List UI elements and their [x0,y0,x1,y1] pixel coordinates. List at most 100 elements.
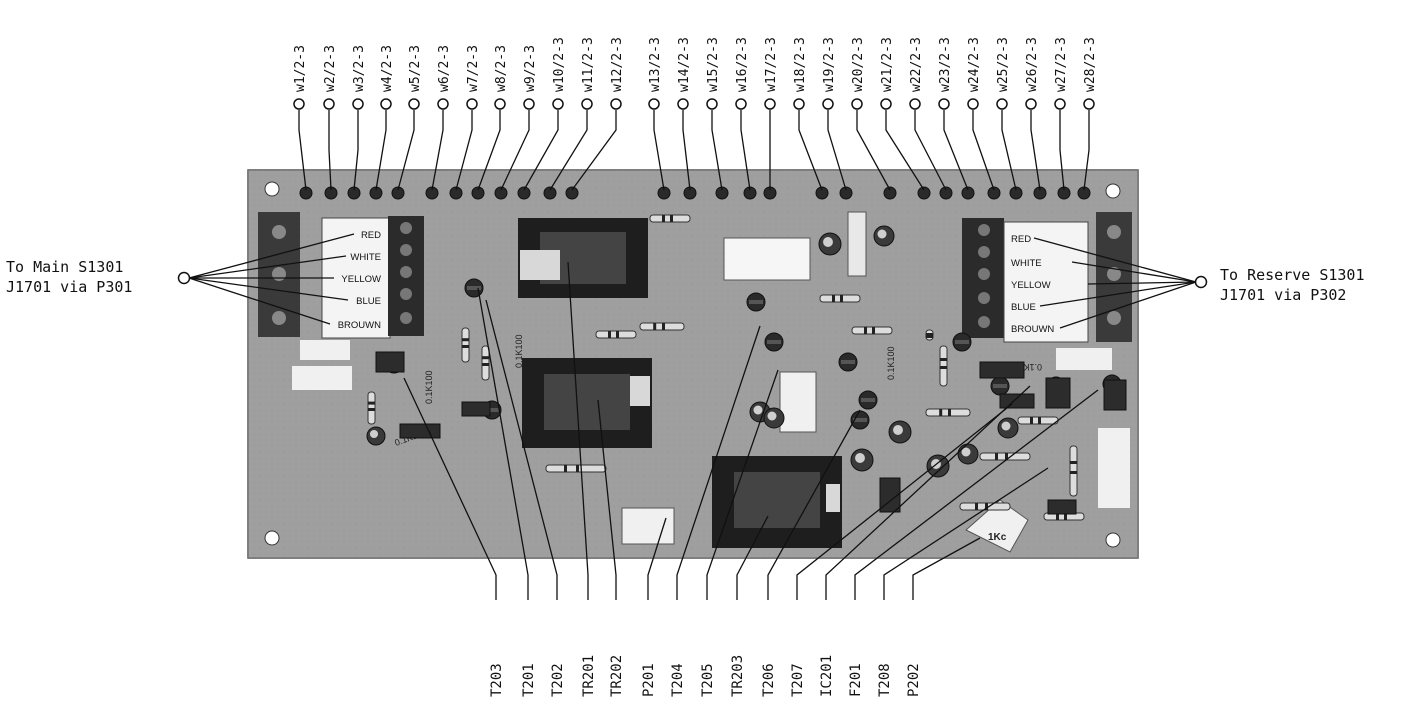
edge-pad [449,186,463,200]
ic-package [1045,377,1071,409]
wire-label: w3/2-3 [352,45,367,92]
wire-terminal-node [437,98,449,110]
component-callout-f201: F201 [848,389,1099,697]
ic-package [1103,379,1127,411]
wire-terminal-node [552,98,564,110]
wire-label: w2/2-3 [323,45,338,92]
wire-label: w5/2-3 [408,45,423,92]
component-label: F201 [848,663,864,697]
wire-terminal-node [793,98,805,110]
wire-label: w27/2-3 [1054,37,1069,92]
resistor [925,329,934,341]
right-connection-line2: J1701 via P302 [1220,286,1346,304]
edge-pad [815,186,829,200]
capacitor [763,407,785,429]
component-leader-line [597,399,617,600]
wire-terminal-node [1025,98,1037,110]
left-color-label-red: RED [361,230,381,241]
edge-pad [961,186,975,200]
ic-package [979,361,1025,379]
wire-label: w10/2-3 [552,37,567,92]
component-label: T201 [521,663,537,697]
resistor [959,502,1011,511]
wire-label: w4/2-3 [380,45,395,92]
left-fan-line [188,277,349,301]
wire-callout-3: w3/2-3 [352,45,367,191]
resistor [979,452,1031,461]
wire-label: w8/2-3 [494,45,509,92]
trimmer-p201 [621,507,675,545]
wire-callout-12: w12/2-3 [571,37,625,191]
component-leader-line [647,517,667,600]
edge-pad [917,186,931,200]
wire-leader-line [943,110,969,191]
component-leader-line [825,385,1031,600]
wire-leader-line [972,110,995,191]
right-fan-line [1071,261,1197,283]
wire-label: w7/2-3 [466,45,481,92]
wire-callout-11: w11/2-3 [549,37,596,191]
transistor [858,390,878,410]
edge-pad [494,186,508,200]
wire-callout-4: w4/2-3 [375,45,395,191]
edge-pad [1009,186,1023,200]
component-callout-ic201: IC201 [819,385,1031,697]
wire-callout-27: w27/2-3 [1054,37,1069,191]
wire-leader-line [682,110,691,191]
left-color-label-blue: BLUE [356,296,381,307]
wire-leader-line [328,110,332,191]
wire-terminal-node [1054,98,1066,110]
wire-callout-6: w6/2-3 [431,45,452,191]
wire-terminal-node [408,98,420,110]
wire-leader-line [353,110,359,191]
capacitor [957,443,979,465]
resistor [461,327,470,363]
left-terminal-block [258,212,424,390]
wire-label: w14/2-3 [677,37,692,92]
resistor [1069,445,1078,497]
right-connector-node [1194,275,1208,289]
wire-label: w16/2-3 [735,37,750,92]
component-label: TR202 [609,655,625,697]
component-callout-t202: T202 [485,299,566,697]
wire-label: w26/2-3 [1025,37,1040,92]
wire-terminal-node [851,98,863,110]
transistor [746,292,766,312]
resistor [939,345,948,387]
resistor [925,408,971,417]
wire-terminal-node [293,98,305,110]
left-fan-line [188,233,355,279]
component-leader-line [883,467,1049,600]
wire-callout-15: w15/2-3 [706,37,723,191]
component-label: P201 [641,663,657,697]
component-leader-line [403,377,497,600]
edge-pad [391,186,405,200]
left-fan-line [188,277,331,325]
left-connection-line1: To Main S1301 [6,258,123,276]
component-leader-line [676,325,761,600]
component-label: T208 [877,663,893,697]
wire-terminal-node [735,98,747,110]
component-leader-line [854,389,1099,600]
wire-callout-20: w20/2-3 [851,37,891,191]
cap-marking-a: 0.1K100 [424,370,434,404]
edge-pad [517,186,531,200]
wire-callout-2: w2/2-3 [323,45,338,191]
wire-label: w15/2-3 [706,37,721,92]
edge-pad [883,186,897,200]
capacitor [926,454,950,478]
component-leader-line [796,403,1013,600]
wire-terminal-node [967,98,979,110]
wire-terminal-node [706,98,718,110]
wire-terminal-node [648,98,660,110]
transformer-tr201 [518,218,648,298]
left-fan-line [188,255,347,279]
edge-pad [471,186,485,200]
resistor [481,345,490,381]
transistor [990,376,1010,396]
wire-leader-line [740,110,751,191]
ic-package [375,351,405,373]
